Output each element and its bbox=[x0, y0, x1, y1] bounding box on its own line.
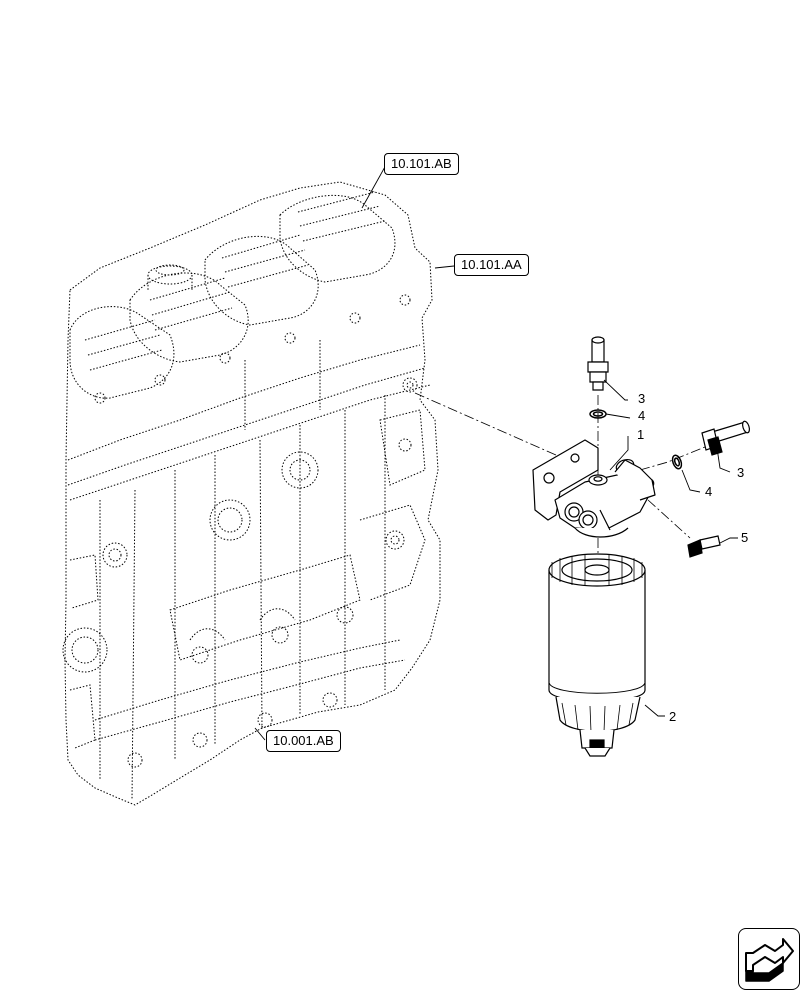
fitting-upper bbox=[587, 336, 609, 391]
leader-lines bbox=[254, 164, 738, 741]
callout-item-4-right: 4 bbox=[705, 484, 713, 499]
reference-link-10-101-aa[interactable]: 10.101.AA bbox=[454, 254, 529, 276]
reference-link-10-101-ab[interactable]: 10.101.AB bbox=[384, 153, 459, 175]
filter-head-assembly bbox=[532, 439, 656, 538]
callout-item-3-upper: 3 bbox=[638, 391, 646, 406]
engine-block-phantom bbox=[62, 181, 441, 806]
callout-item-3-right: 3 bbox=[737, 465, 745, 480]
bolt-screw bbox=[687, 535, 721, 558]
callout-item-2: 2 bbox=[669, 709, 677, 724]
navigation-button[interactable] bbox=[738, 928, 800, 990]
fitting-right bbox=[701, 420, 751, 456]
callout-item-4-upper: 4 bbox=[638, 408, 646, 423]
reference-link-10-001-ab[interactable]: 10.001.AB bbox=[266, 730, 341, 752]
callout-item-1: 1 bbox=[637, 427, 645, 442]
arrow-navigation-icon bbox=[745, 938, 794, 982]
callout-item-5: 5 bbox=[741, 530, 749, 545]
fuel-filter-cartridge bbox=[548, 553, 646, 757]
